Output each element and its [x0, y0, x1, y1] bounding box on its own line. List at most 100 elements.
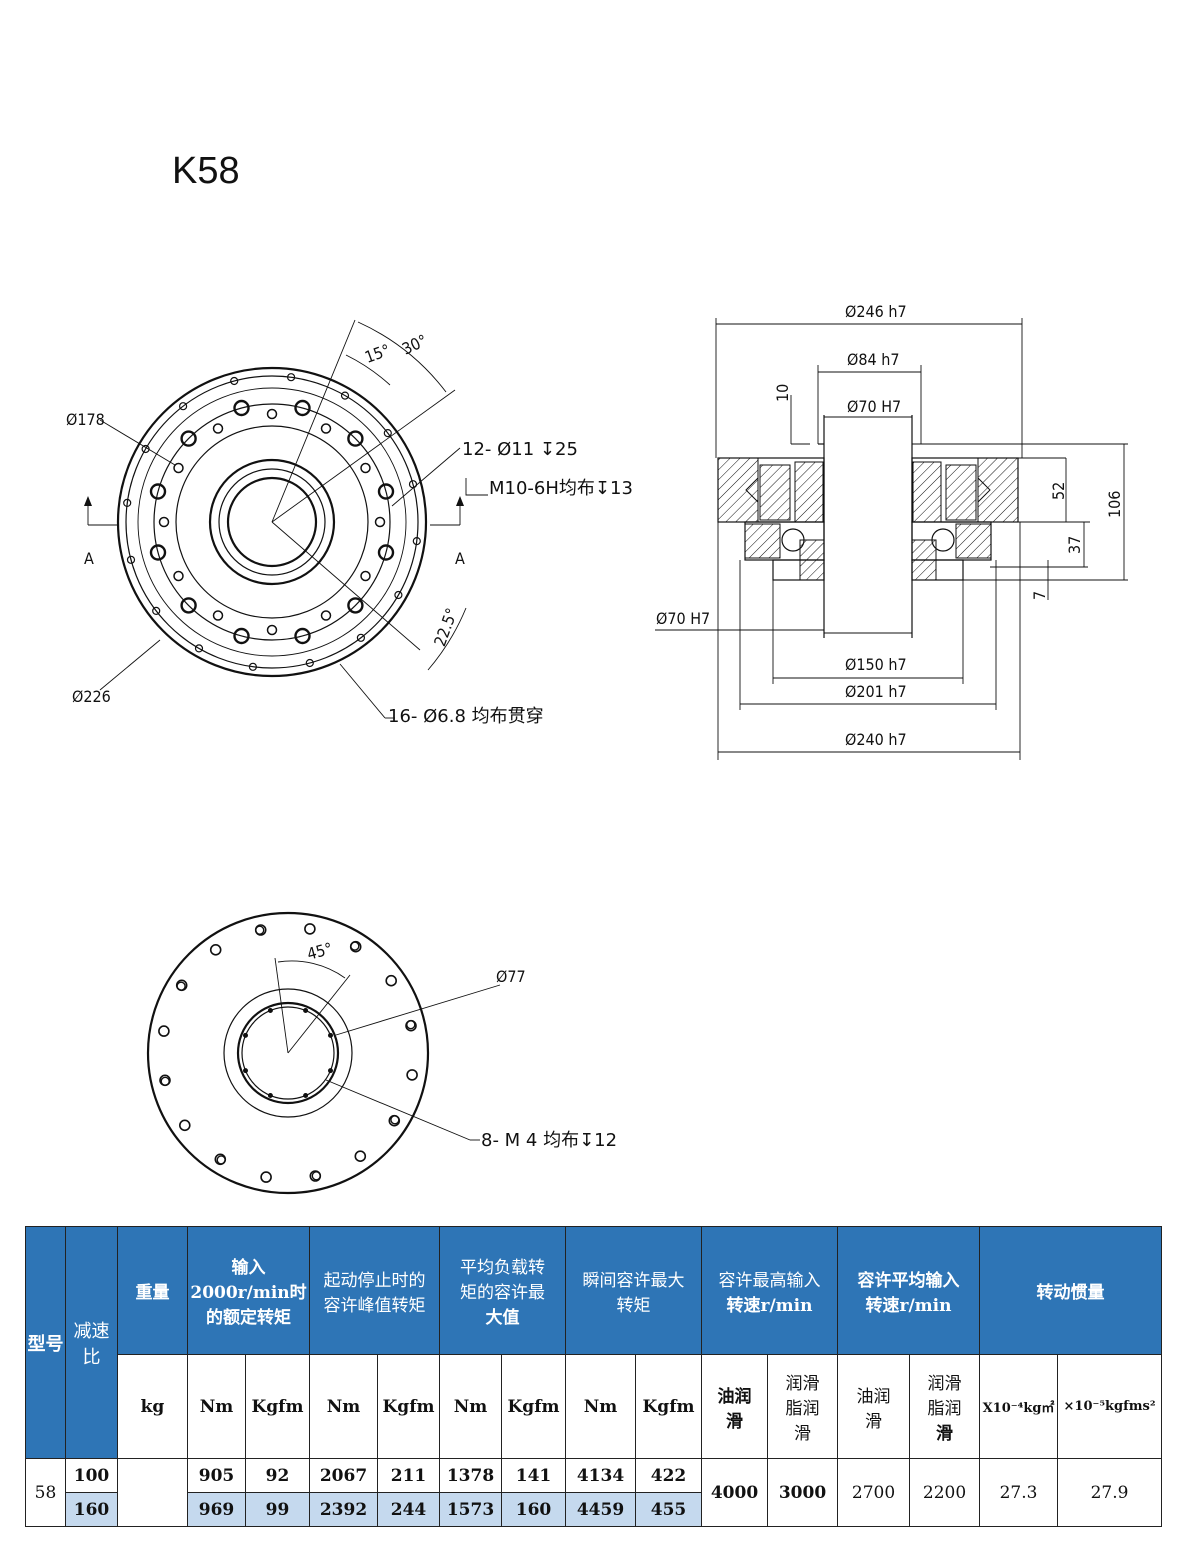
bolt-hole	[243, 1032, 248, 1038]
header-avg-line1: 平均负载转	[460, 1258, 546, 1278]
grease2-line3: 滑	[936, 1424, 954, 1444]
bolt-hole	[152, 606, 161, 616]
bolt-hole	[160, 1076, 170, 1087]
dim-37-label: 37	[1065, 536, 1084, 554]
bolt-hole	[356, 633, 365, 642]
avg-nm-cell: 1378	[439, 1458, 503, 1493]
bolt-hole	[158, 516, 170, 528]
d178-label: Ø178	[66, 410, 105, 429]
header-avg-line2: 矩的容许最	[460, 1283, 546, 1303]
header-rated-torque: 输入 2000r/min时 的额定转矩	[186, 1226, 311, 1355]
bolt-hole	[328, 1068, 333, 1074]
mom-nm-cell: 4459	[565, 1492, 637, 1527]
dim-106-label: 106	[1105, 491, 1124, 518]
header-max-speed: 容许最高输入 转速r/min	[701, 1226, 839, 1355]
oil-line1: 油润	[717, 1386, 752, 1407]
grease-line3: 滑	[794, 1424, 812, 1444]
mom-nm-cell: 4134	[565, 1458, 637, 1493]
header-row-1: 型号 减速比 重量 输入 2000r/min时 的额定转矩 起动停止时的 容许峰…	[25, 1226, 1163, 1459]
table-row: 58 100 905 92 2067 211 1378 141 4134 422…	[25, 1458, 1163, 1527]
grease-line2: 脂润	[785, 1399, 820, 1419]
front-view: Ø178 Ø226 30° 15° 22.5° 12- Ø11 ↧25 M10-…	[66, 319, 633, 727]
back-view: 45° Ø77 8- M 4 均布↧12	[146, 911, 617, 1195]
bolt-hole	[248, 662, 257, 671]
d77-label: Ø77	[496, 967, 526, 986]
rated-kgfm-cell: 99	[244, 1492, 311, 1527]
rated-nm-cell: 905	[187, 1458, 246, 1493]
avg-kgfm-cell: 141	[501, 1458, 567, 1493]
angle-45-label: 45°	[305, 939, 335, 964]
rated-nm-cell: 969	[187, 1492, 246, 1527]
mom-kgfm-cell: 422	[635, 1458, 703, 1493]
section-marker-left: A	[84, 549, 94, 568]
d246-label: Ø246 h7	[845, 302, 907, 321]
bolt-hole	[194, 644, 204, 653]
peak-kgfm-cell: 244	[377, 1492, 441, 1527]
inertia-cell-1: 27.3	[979, 1458, 1059, 1527]
bolt-hole	[123, 498, 132, 507]
bolt-hole	[230, 376, 239, 386]
bolt-hole	[287, 373, 296, 382]
oil2-line1: 油润	[856, 1386, 891, 1407]
header-maxspeed-line1: 容许最高输入	[718, 1270, 821, 1291]
bolt-hole	[406, 1069, 418, 1081]
bolt-hole	[303, 1093, 309, 1098]
header-avgspeed-line1: 容许平均输入	[857, 1270, 960, 1291]
ratio-cell: 100	[65, 1458, 118, 1493]
bolt-hole	[126, 555, 136, 564]
bolt-hole	[350, 941, 360, 951]
bolt-hole	[173, 570, 184, 582]
holes-12-callout: 12- Ø11 ↧25	[462, 439, 578, 460]
bolt-hole	[385, 974, 398, 987]
avg-kgfm-cell: 160	[501, 1492, 567, 1527]
bolt-hole	[179, 402, 188, 411]
table-row: 160 969 99 2392 244 1573 160 4459 455	[26, 1492, 1162, 1527]
bolt-hole	[233, 627, 250, 645]
bolt-hole	[340, 391, 350, 400]
inertia-unit-2: ×10⁻⁵kgfms²	[1057, 1354, 1163, 1459]
bolt-hole	[243, 1068, 248, 1074]
front-bolt-holes	[123, 373, 421, 671]
d150-label: Ø150 h7	[845, 655, 907, 674]
bolt-hole	[360, 570, 371, 582]
peak-nm-cell: 2067	[309, 1458, 379, 1493]
mom-kgfm-cell: 455	[635, 1492, 703, 1527]
bolt-hole	[260, 1171, 272, 1183]
unit-rated-kgfm: Kgfm	[244, 1354, 311, 1459]
bolt-hole	[390, 1115, 400, 1125]
peak-nm-cell: 2392	[309, 1492, 379, 1527]
max-speed-oil-cell: 4000	[701, 1458, 769, 1527]
bolt-hole	[216, 1155, 226, 1165]
header-row-2: kg Nm Kgfm Nm Kgfm Nm Kgfm Nm Kgfm 油润 滑 …	[26, 1354, 1163, 1459]
d84-label: Ø84 h7	[847, 350, 900, 369]
bolt-hole	[180, 430, 197, 447]
header-rated-line1: 输入	[231, 1258, 266, 1278]
bolt-hole	[179, 1119, 191, 1132]
bolt-hole	[412, 536, 421, 546]
angle-30-label: 30°	[399, 331, 430, 359]
bolt-hole	[294, 627, 311, 645]
grease2-line2: 脂润	[927, 1399, 962, 1419]
header-peak-torque: 起动停止时的 容许峰值转矩	[309, 1226, 441, 1355]
d201-label: Ø201 h7	[845, 682, 907, 701]
header-peak-line1: 起动停止时的	[323, 1270, 426, 1291]
max-speed-grease-cell: 3000	[767, 1458, 839, 1527]
bolt-hole	[360, 462, 371, 474]
unit-avg-nm: Nm	[439, 1354, 503, 1459]
oil2-line2: 滑	[865, 1411, 883, 1432]
unit-avg-kgfm: Kgfm	[501, 1354, 567, 1459]
avg-speed-oil-label: 油润 滑	[837, 1354, 911, 1459]
inertia-unit-1: X10⁻⁴kg㎡	[979, 1354, 1059, 1459]
angle-15-label: 15°	[362, 340, 392, 367]
max-speed-oil-label: 油润 滑	[701, 1354, 769, 1459]
bolt-hole	[354, 1150, 367, 1162]
unit-peak-kgfm: Kgfm	[377, 1354, 441, 1459]
technical-drawing: Ø178 Ø226 30° 15° 22.5° 12- Ø11 ↧25 M10-…	[66, 302, 1128, 1195]
dim-52-label: 52	[1049, 482, 1068, 500]
grease-line1: 润滑	[785, 1374, 820, 1394]
d226-label: Ø226	[72, 687, 111, 706]
bolt-hole	[294, 399, 311, 417]
unit-mom-kgfm: Kgfm	[635, 1354, 703, 1459]
d70-label: Ø70 H7	[847, 397, 901, 416]
bolt-hole	[328, 1032, 333, 1038]
